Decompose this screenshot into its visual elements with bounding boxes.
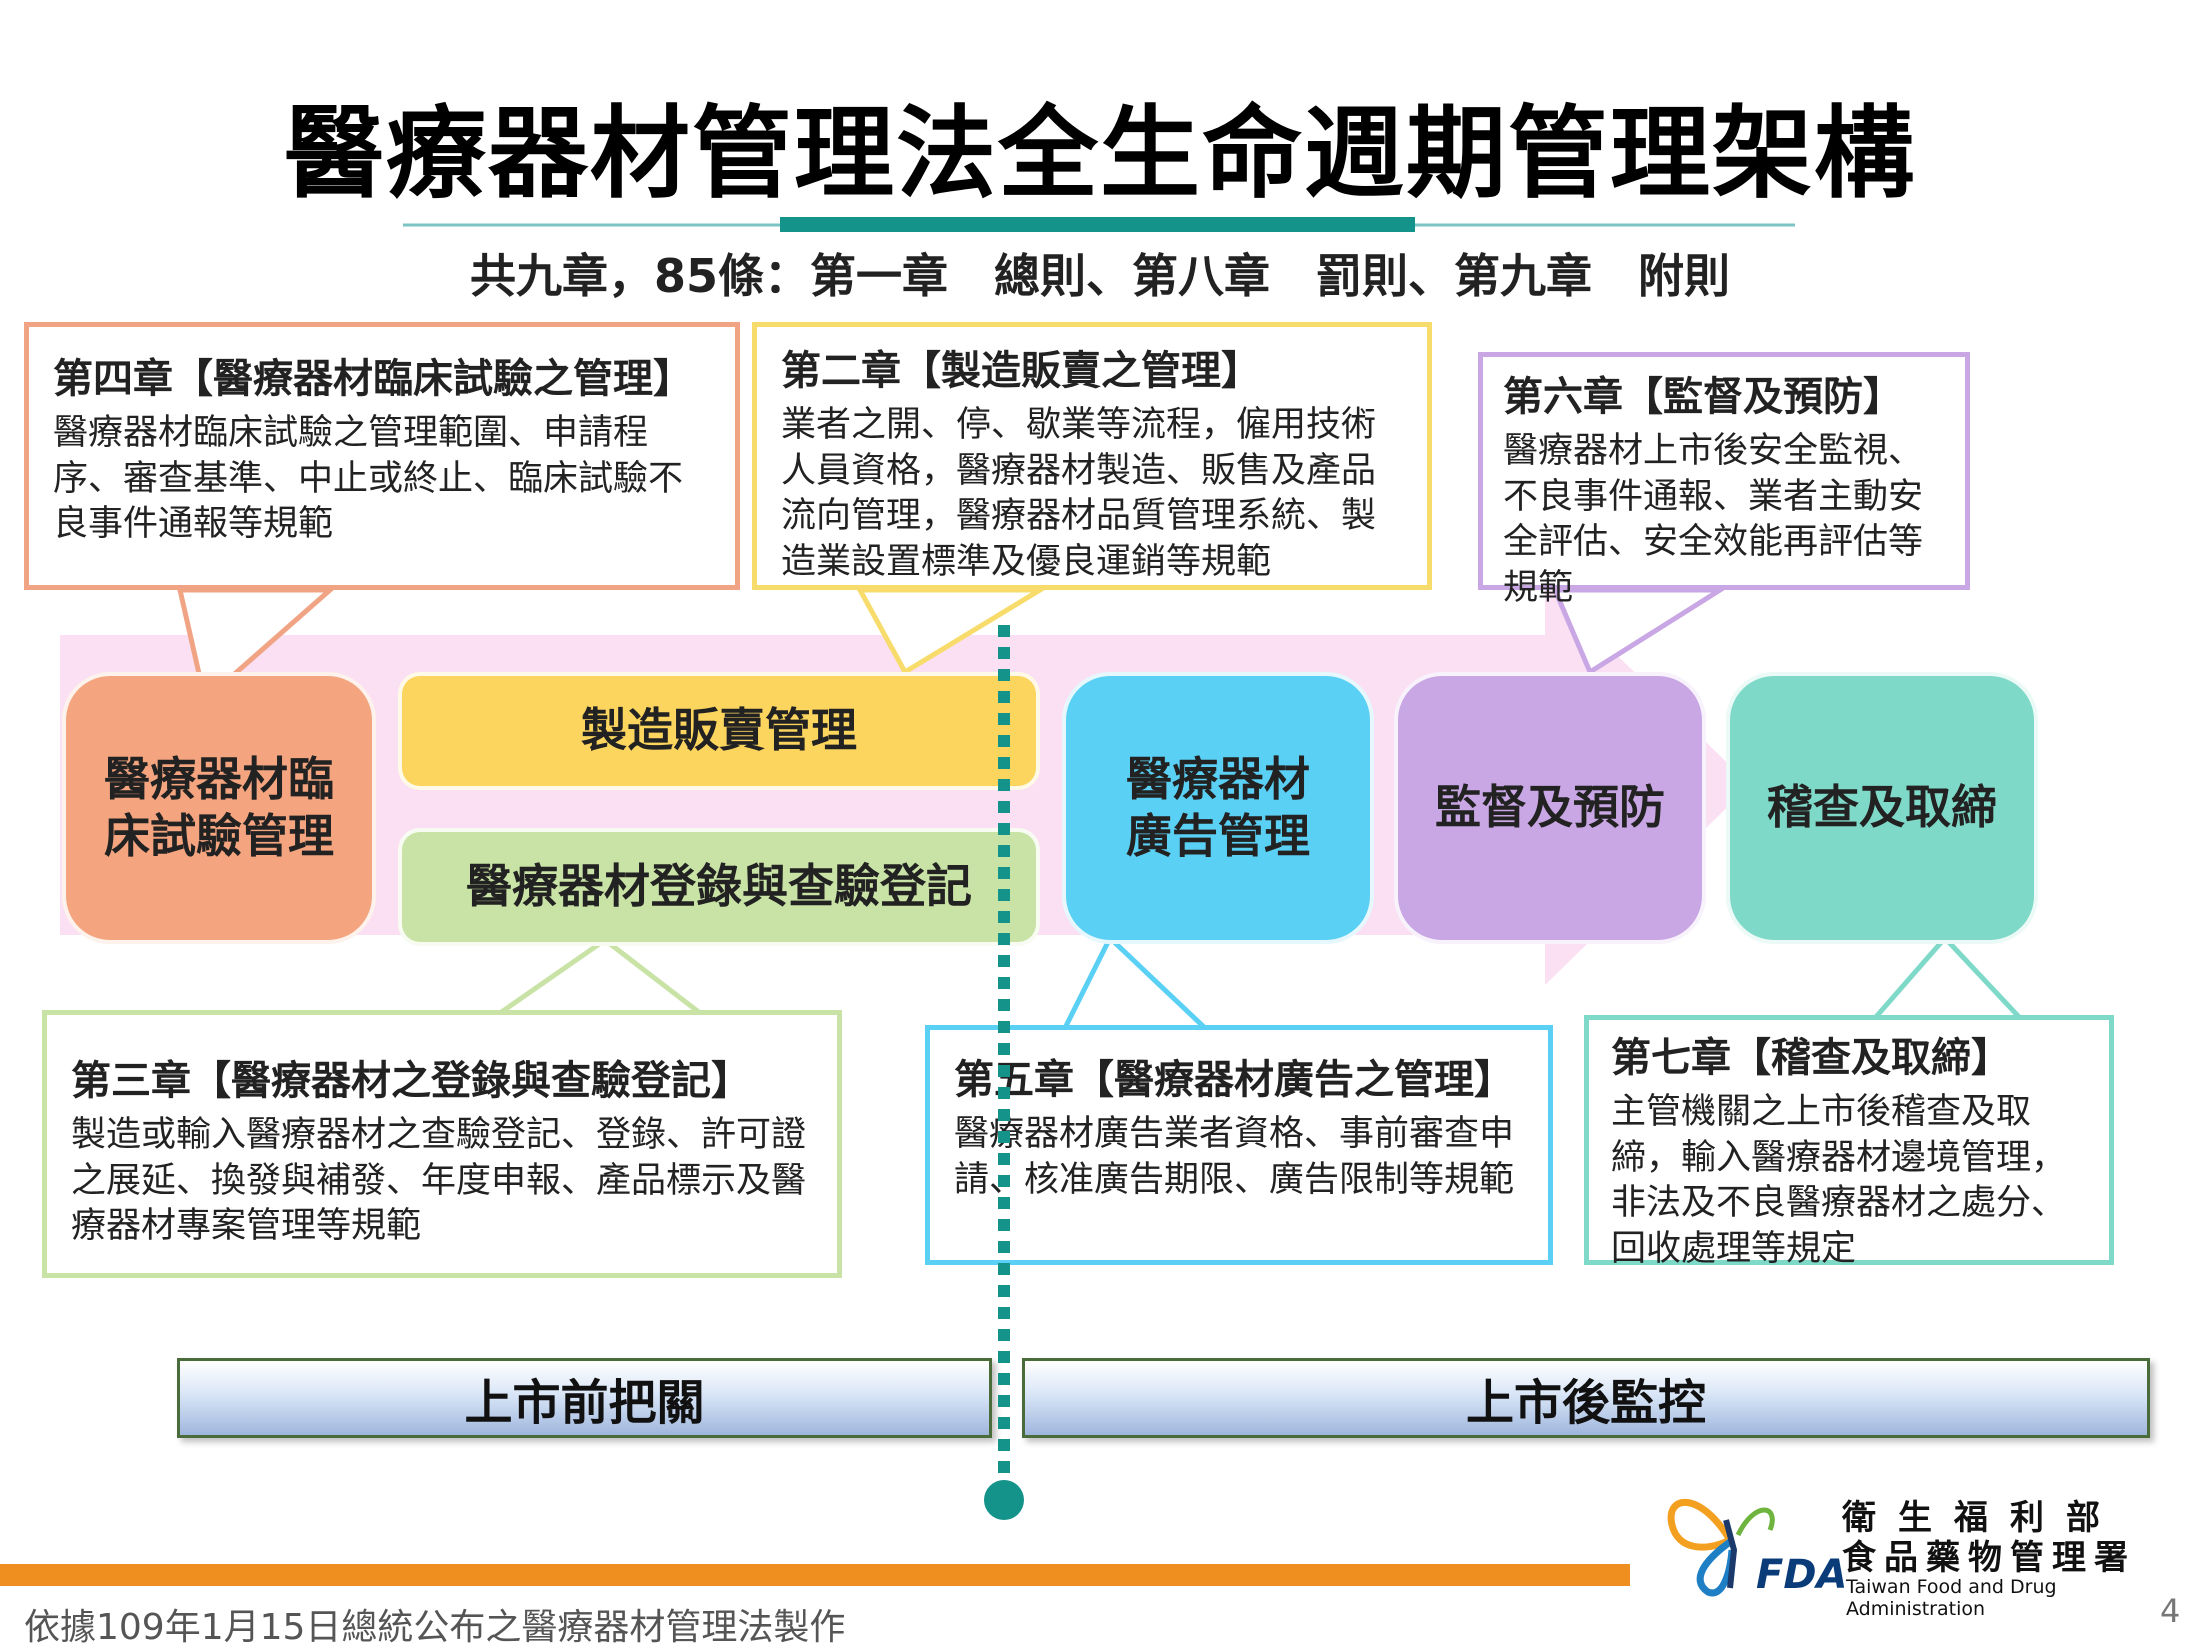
market-divider-dot [984, 1480, 1024, 1520]
callout-chapter-3-heading: 第三章【醫療器材之登錄與查驗登記】 [71, 1058, 751, 1104]
org-name-line2: 食品藥物管理署 [1842, 1538, 2136, 1578]
callout-chapter-2: 第二章【製造販賣之管理】 業者之開、停、歇業等流程，僱用技術人員資格，醫療器材製… [752, 322, 1432, 590]
footer-accent-bar [0, 1564, 1630, 1586]
callout-chapter-4: 第四章【醫療器材臨床試驗之管理】 醫療器材臨床試驗之管理範圍、申請程序、審查基準… [24, 322, 740, 590]
callout-chapter-5-body: 醫療器材廣告業者資格、事前審查申請、核准廣告期限、廣告限制等規範 [954, 1114, 1515, 1200]
callout-chapter-6-heading: 第六章【監督及預防】 [1503, 374, 1903, 420]
org-name-line1: 衛生福利部 [1842, 1498, 2122, 1538]
stage-advertising: 醫療器材廣告管理 [1062, 672, 1374, 944]
phase-premarket-label: 上市前把關 [464, 1375, 705, 1431]
stage-manufacture-sales: 製造販賣管理 [398, 672, 1040, 790]
fda-mark: FDA [1756, 1552, 1848, 1598]
stage-manufacture-sales-label: 製造販賣管理 [581, 703, 857, 758]
chapter-summary: 共九章，85條：第一章 總則、第八章 罰則、第九章 附則 [469, 249, 1730, 303]
stage-advertising-label: 醫療器材廣告管理 [1126, 751, 1310, 864]
org-name-english: Taiwan Food and Drug Administration [1846, 1576, 2057, 1620]
stage-surveillance-label: 監督及預防 [1435, 780, 1665, 835]
callout-chapter-7-body: 主管機關之上市後稽查及取締，輸入醫療器材邊境管理，非法及不良醫療器材之處分、回收… [1611, 1092, 2067, 1269]
stage-clinical-trial-label: 醫療器材臨床試驗管理 [104, 751, 334, 864]
stage-registration: 醫療器材登錄與查驗登記 [398, 828, 1040, 946]
stage-inspection-label: 稽查及取締 [1767, 780, 1997, 835]
callout-chapter-4-body: 醫療器材臨床試驗之管理範圍、申請程序、審查基準、中止或終止、臨床試驗不良事件通報… [53, 413, 684, 544]
stage-inspection: 稽查及取締 [1726, 672, 2038, 944]
phase-postmarket: 上市後監控 [1022, 1358, 2150, 1438]
callout-chapter-5-heading: 第五章【醫療器材廣告之管理】 [954, 1057, 1514, 1103]
stage-registration-label: 醫療器材登錄與查驗登記 [466, 859, 972, 914]
callout-chapter-5: 第五章【醫療器材廣告之管理】 醫療器材廣告業者資格、事前審查申請、核准廣告期限、… [925, 1025, 1553, 1265]
ch7-pointer [1869, 934, 2026, 1021]
butterfly-icon [1667, 1499, 1775, 1597]
title-rule-accent [780, 217, 1415, 232]
stage-clinical-trial: 醫療器材臨床試驗管理 [62, 672, 376, 944]
phase-premarket: 上市前把關 [177, 1358, 992, 1438]
callout-chapter-4-heading: 第四章【醫療器材臨床試驗之管理】 [53, 356, 693, 402]
phase-postmarket-label: 上市後監控 [1465, 1375, 1706, 1431]
stage-surveillance: 監督及預防 [1394, 672, 1706, 944]
ch3-pointer [492, 936, 708, 1016]
fda-logo: FDA 衛生福利部 食品藥物管理署 Taiwan Food and Drug A… [1660, 1480, 2190, 1620]
callout-chapter-2-heading: 第二章【製造販賣之管理】 [781, 348, 1261, 394]
callout-chapter-6: 第六章【監督及預防】 醫療器材上市後安全監視、不良事件通報、業者主動安全評估、安… [1478, 352, 1970, 608]
callout-chapter-7: 第七章【稽查及取締】 主管機關之上市後稽查及取締，輸入醫療器材邊境管理，非法及不… [1584, 1015, 2114, 1269]
page-title: 醫療器材管理法全生命週期管理架構 [284, 95, 1916, 212]
page-number: 4 [2160, 1592, 2181, 1630]
callout-chapter-3-body: 製造或輸入醫療器材之查驗登記、登錄、許可證之展延、換發與補發、年度申報、產品標示… [71, 1115, 807, 1246]
ch5-pointer [1060, 933, 1212, 1031]
ch2-pointer [855, 587, 1049, 676]
callout-chapter-2-body: 業者之開、停、歇業等流程，僱用技術人員資格，醫療器材製造、販售及產品流向管理，醫… [781, 405, 1377, 582]
footer-source-note: 依據109年1月15日總統公布之醫療器材管理法製作 [24, 1607, 846, 1648]
callout-chapter-3: 第三章【醫療器材之登錄與查驗登記】 製造或輸入醫療器材之查驗登記、登錄、許可證之… [42, 1010, 842, 1278]
callout-chapter-6-body: 醫療器材上市後安全監視、不良事件通報、業者主動安全評估、安全效能再評估等規範 [1503, 431, 1924, 608]
callout-chapter-7-heading: 第七章【稽查及取締】 [1611, 1035, 2011, 1081]
